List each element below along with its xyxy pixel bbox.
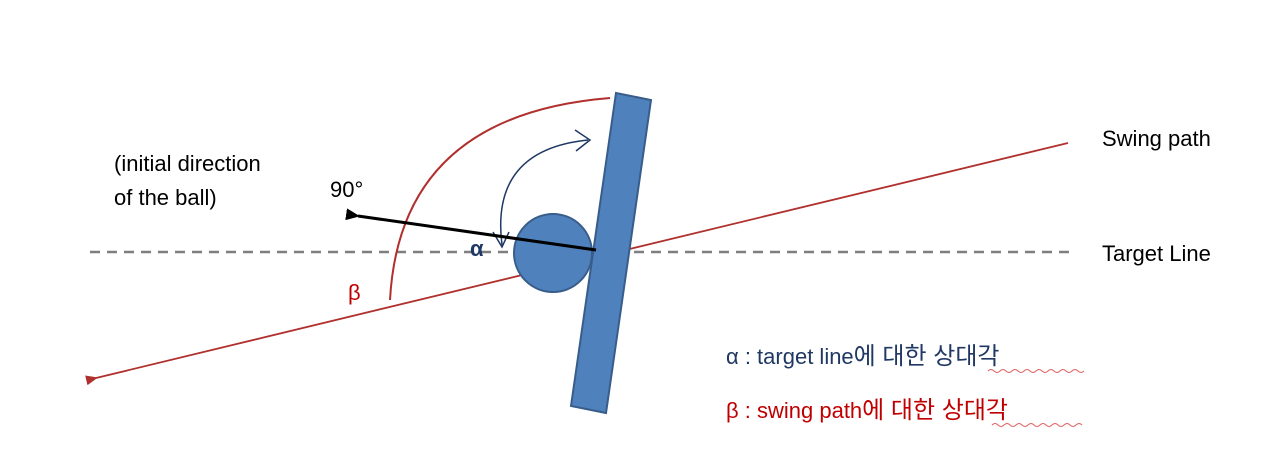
club-face [569,91,653,415]
swing-path-label: Swing path [1102,126,1211,151]
ninety-degree-label: 90° [330,177,363,202]
initial-direction-label-line1: (initial direction [114,151,261,176]
golf-ball [513,213,593,293]
alpha-arrowhead-top [574,129,592,152]
ball-direction-arrow [345,208,597,252]
alpha-arc [500,139,589,246]
beta-legend: β : swing path에 대한 상대각 [726,397,1008,424]
alpha-legend: α : target line에 대한 상대각 [726,343,1000,370]
target-line-label: Target Line [1102,241,1211,266]
alpha-label: α [470,236,484,261]
alpha-legend-squiggle [987,369,1085,373]
beta-label: β [348,280,361,305]
beta-legend-squiggle [991,423,1083,427]
alpha-legend-prefix: α : target line [726,344,854,369]
beta-legend-prefix: β : swing path [726,398,862,423]
beta-legend-suffix: 에 대한 상대각 [862,397,1008,424]
beta-arc [389,97,611,301]
alpha-legend-suffix: 에 대한 상대각 [854,343,1000,370]
initial-direction-label-line2: of the ball) [114,185,217,210]
